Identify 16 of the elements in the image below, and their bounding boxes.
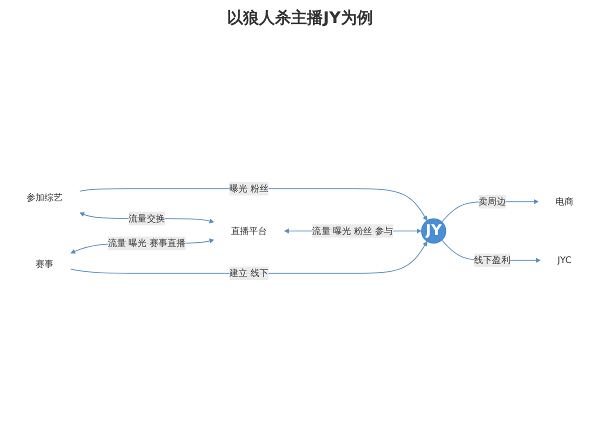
arrow <box>70 241 428 274</box>
edge-label: 线下盈利 <box>474 254 510 266</box>
edge-label: 流量 曝光 赛事直播 <box>108 238 186 249</box>
diagram-title: 以狼人杀主播JY为例 <box>226 8 374 29</box>
node-text: 参加综艺 <box>26 192 63 203</box>
node-circle: JY <box>421 218 446 244</box>
node-text: JYC <box>558 254 572 266</box>
edge-label: 流量 曝光 粉丝 参与 <box>312 225 394 236</box>
edge-label: 建立 线下 <box>230 268 269 278</box>
node-text: 赛事 <box>35 258 54 270</box>
arrow <box>79 188 428 221</box>
node-text: 直播平台 <box>230 225 268 236</box>
node-text: 电商 <box>555 196 574 207</box>
edge-label: 卖周边 <box>478 196 506 207</box>
edge-label: 曝光 粉丝 <box>230 183 269 194</box>
edge-label: 流量交换 <box>128 212 165 224</box>
